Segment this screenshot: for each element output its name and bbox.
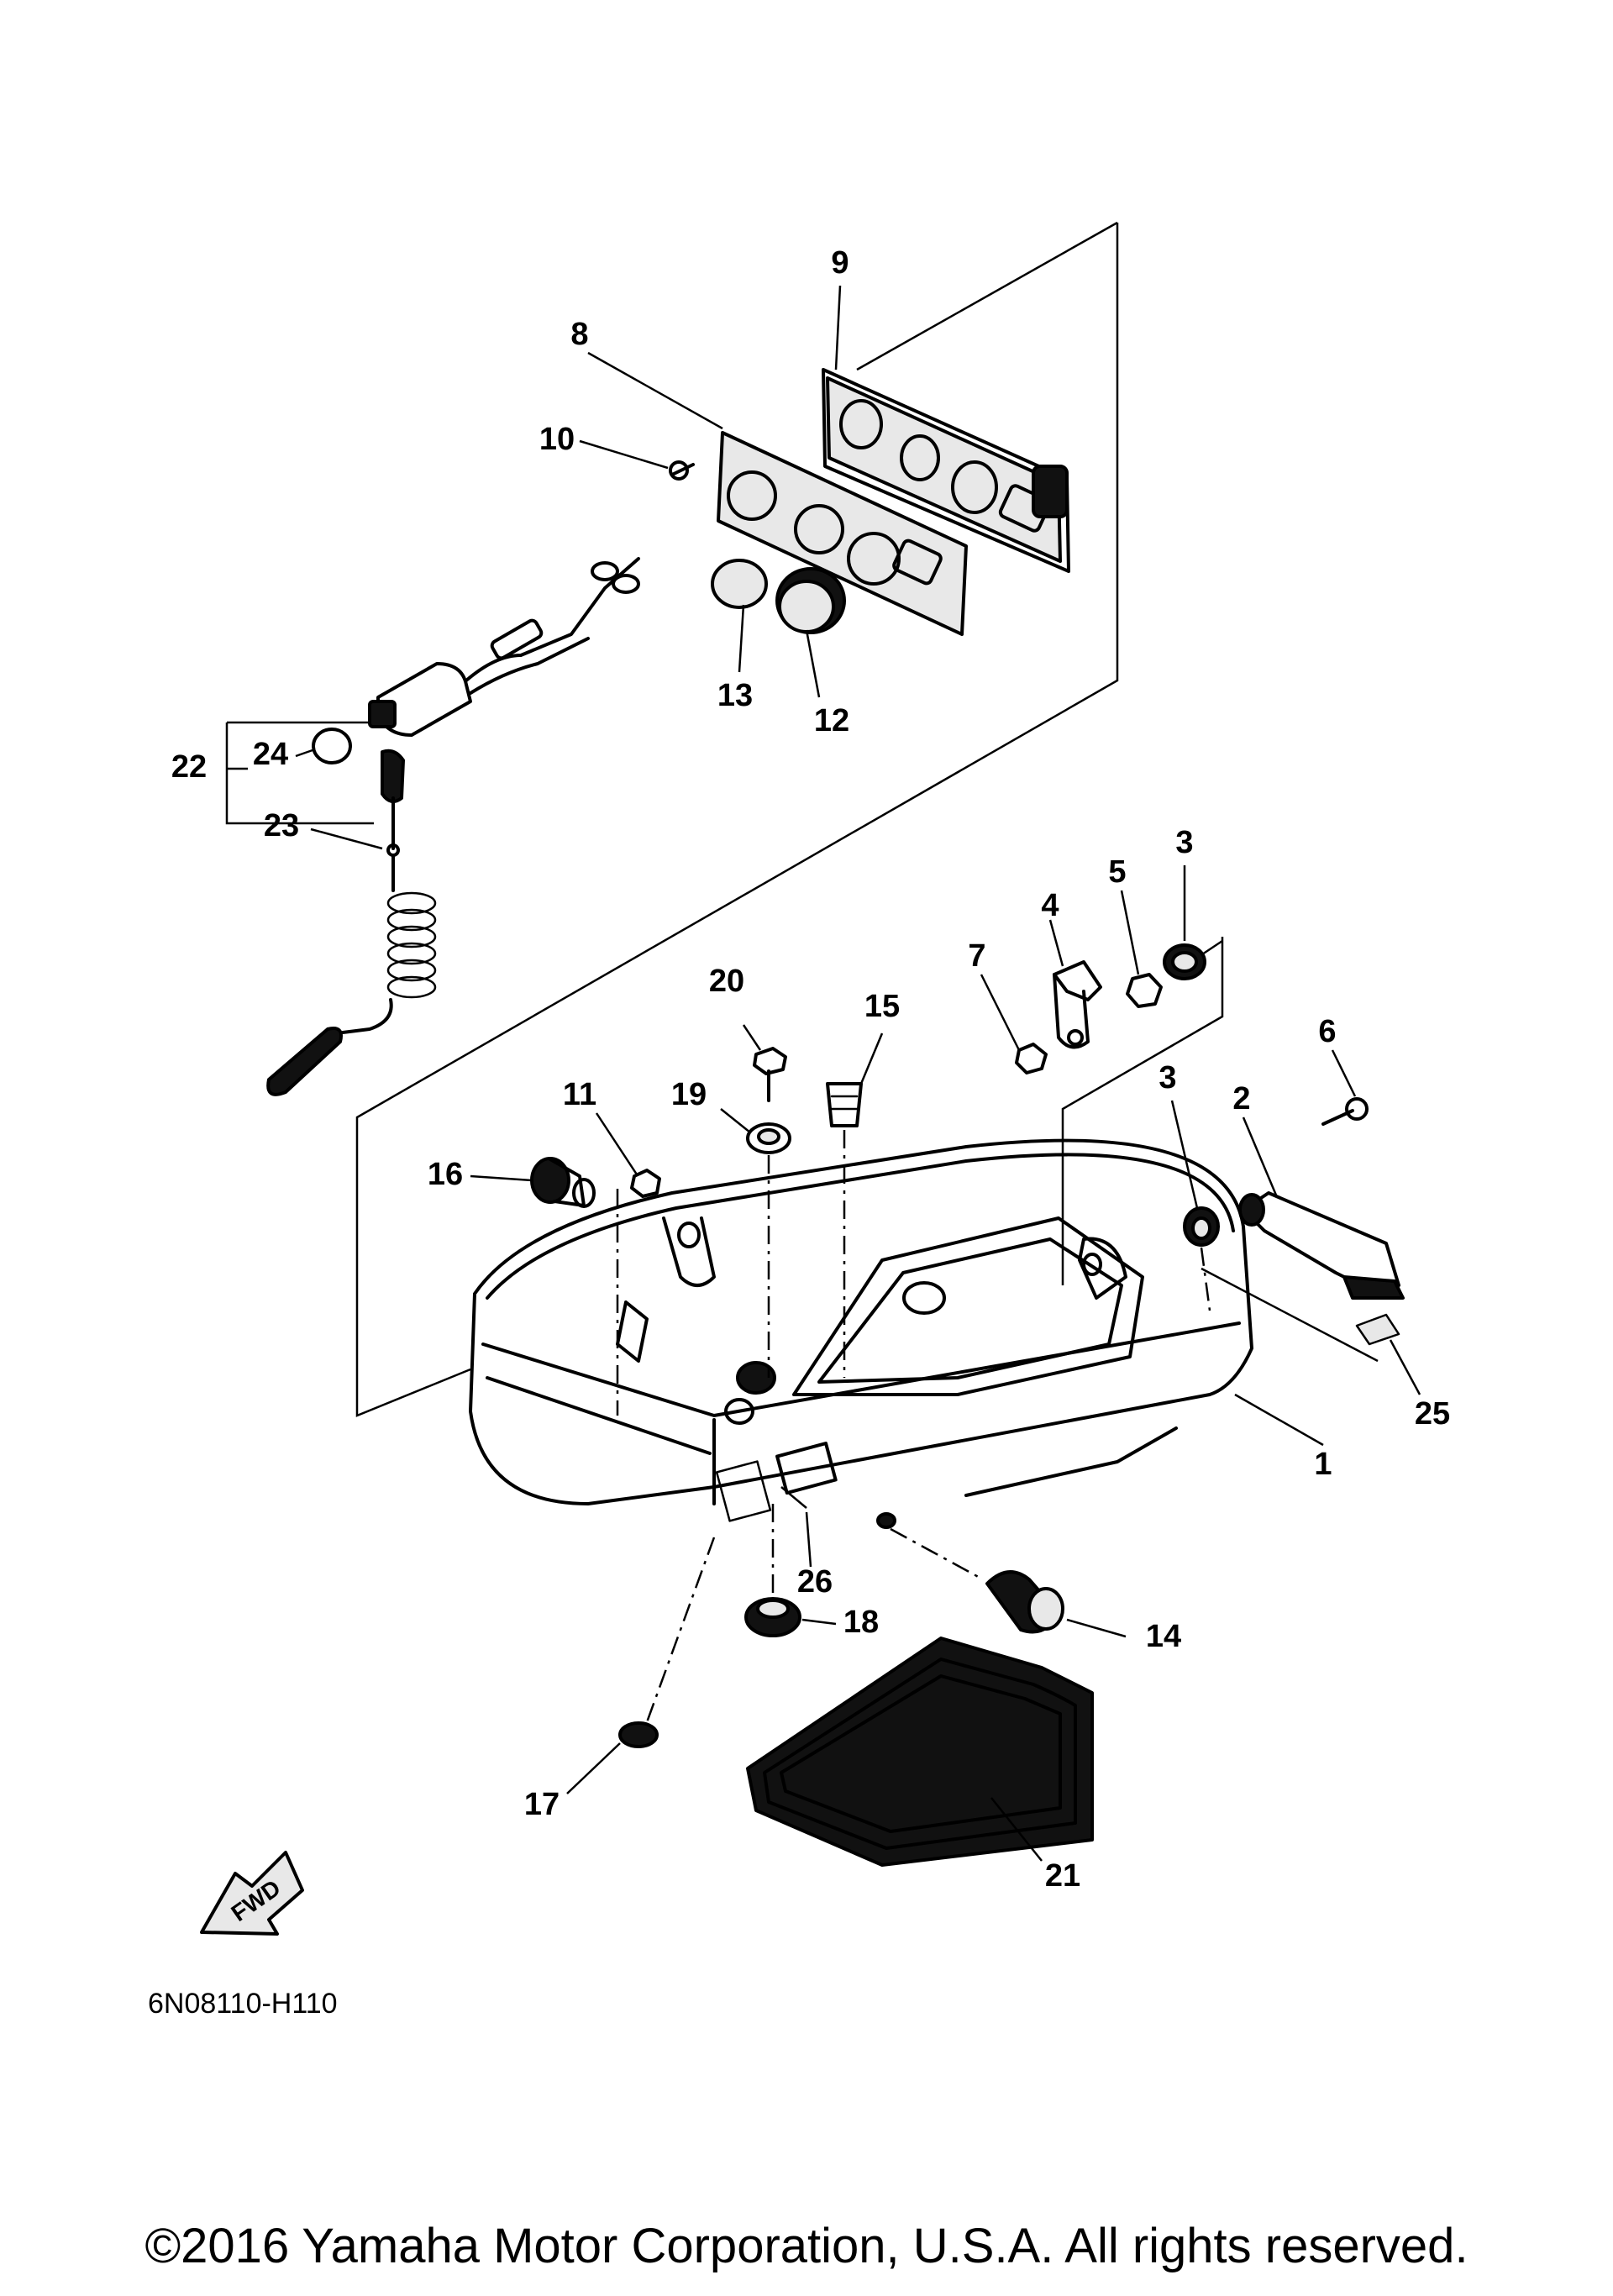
plug-17	[618, 1721, 659, 1748]
assembly-axes	[616, 1130, 1211, 1723]
bracket-2	[1238, 1191, 1405, 1300]
callout-6: 6	[1318, 1014, 1336, 1049]
grommet-14	[985, 1570, 1064, 1634]
callout-18: 18	[843, 1605, 879, 1640]
nut-7	[1015, 1043, 1048, 1074]
washer-19	[746, 1122, 791, 1154]
callout-22: 22	[171, 749, 207, 785]
panel-frame-9	[822, 368, 1070, 573]
leader-lines	[225, 285, 1421, 1862]
label-25	[1355, 1313, 1400, 1346]
callout-3b: 3	[1159, 1060, 1176, 1095]
callout-8: 8	[570, 317, 588, 352]
diagram-code: 6N08110-H110	[148, 1988, 338, 2020]
callout-14: 14	[1146, 1619, 1181, 1654]
seal-21	[746, 1637, 1094, 1867]
callout-17: 17	[524, 1787, 560, 1822]
callout-4: 4	[1041, 888, 1059, 923]
grommet-3-top	[1163, 943, 1206, 980]
callout-13: 13	[717, 678, 753, 713]
panel-plate-8	[717, 431, 968, 636]
grommet-18	[744, 1597, 801, 1637]
frame-lines	[355, 221, 1379, 1417]
callout-10: 10	[539, 422, 575, 457]
nut-11	[630, 1169, 661, 1198]
lanyard-23	[266, 749, 437, 1096]
nut-5	[1126, 973, 1163, 1008]
callout-25: 25	[1415, 1396, 1450, 1432]
stop-switch-22	[368, 557, 640, 737]
grommet-3-lower	[1183, 1206, 1220, 1247]
callout-12: 12	[814, 703, 849, 738]
callout-9: 9	[831, 245, 849, 281]
callout-21: 21	[1045, 1858, 1080, 1894]
callout-26: 26	[797, 1564, 833, 1600]
callout-24: 24	[253, 737, 288, 772]
callout-3: 3	[1175, 825, 1193, 860]
grommet-16	[530, 1157, 596, 1208]
cap-24	[312, 728, 352, 764]
callout-15: 15	[864, 989, 900, 1024]
copyright-notice: ©2016 Yamaha Motor Corporation, U.S.A. A…	[144, 2219, 1469, 2273]
callout-2: 2	[1232, 1081, 1250, 1116]
callout-23: 23	[264, 808, 299, 843]
bolt-20	[753, 1047, 787, 1102]
callout-5: 5	[1108, 854, 1126, 890]
fwd-arrow: FWD	[200, 1851, 304, 1936]
callout-7: 7	[968, 938, 985, 974]
bracket-4	[1053, 960, 1102, 1049]
bottom-cowling-1	[469, 1138, 1253, 1529]
plug-13	[711, 559, 768, 609]
callouts: 1 2 3 3 4 5 6 7 8 9 10 11 12 13 14 15 16…	[171, 245, 1450, 1894]
callout-11: 11	[563, 1077, 596, 1112]
callout-19: 19	[671, 1077, 707, 1112]
callout-16: 16	[428, 1157, 463, 1192]
callout-1: 1	[1314, 1447, 1332, 1482]
plug-15	[826, 1082, 863, 1127]
screw-10	[669, 460, 695, 481]
callout-20: 20	[709, 964, 744, 999]
plug-12	[775, 567, 846, 634]
bolt-6	[1321, 1097, 1369, 1126]
